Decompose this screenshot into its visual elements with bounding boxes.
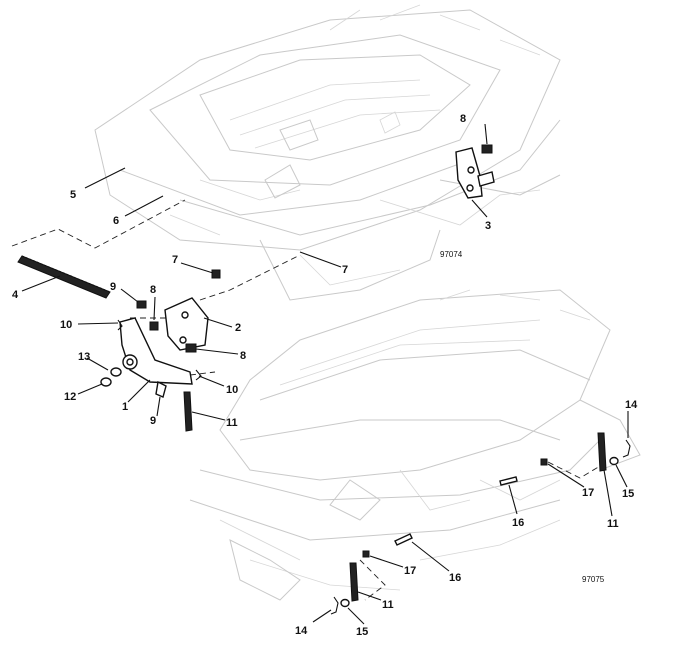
- callout-9: 9: [110, 281, 116, 293]
- callout-10: 10: [226, 384, 238, 396]
- part-clip-14-right: [622, 439, 631, 458]
- callout-11: 11: [382, 599, 394, 611]
- figure-number: 97074: [440, 250, 463, 259]
- callout-16: 16: [512, 517, 524, 529]
- callout-8: 8: [460, 113, 466, 125]
- part-pin-9b: [155, 380, 167, 398]
- part-chain-11-left: [349, 562, 359, 602]
- part-bolts-8: [149, 144, 493, 353]
- callout-9: 9: [150, 415, 156, 427]
- callout-labels: 5 6 8 3 7 7 97074 4 9 8 10 2 13 8 12 1 1…: [12, 113, 638, 638]
- part-clip-10a: [117, 319, 123, 331]
- callout-11: 11: [226, 417, 238, 429]
- callout-12: 12: [64, 391, 76, 403]
- callout-1: 1: [122, 401, 128, 413]
- callout-14: 14: [625, 399, 638, 411]
- callout-16: 16: [449, 572, 461, 584]
- part-chain-11: [183, 391, 193, 432]
- part-clip-14-left: [330, 596, 339, 615]
- leader-lines: [21, 123, 629, 625]
- figure-number: 97075: [582, 575, 605, 584]
- part-pin-16-right: [499, 476, 518, 486]
- part-chain-11-right: [597, 432, 607, 472]
- callout-3: 3: [485, 220, 491, 232]
- callout-8: 8: [150, 284, 156, 296]
- callout-2: 2: [235, 322, 241, 334]
- callout-15: 15: [622, 488, 634, 500]
- callout-4: 4: [12, 289, 19, 301]
- callout-7: 7: [172, 254, 178, 266]
- callout-6: 6: [113, 215, 119, 227]
- callout-8: 8: [240, 350, 246, 362]
- callout-10: 10: [60, 319, 72, 331]
- callout-13: 13: [78, 351, 90, 363]
- callout-7: 7: [342, 264, 348, 276]
- part-bolt-9a: [136, 300, 147, 309]
- callout-14: 14: [295, 625, 308, 637]
- callout-5: 5: [70, 189, 76, 201]
- callout-15: 15: [356, 626, 368, 638]
- part-lever-1: [119, 317, 193, 385]
- part-clip-10b: [195, 369, 202, 381]
- assembly-lines: [11, 199, 601, 601]
- part-pin-16-left: [394, 533, 413, 546]
- part-bolt-17-right: [540, 458, 548, 466]
- part-washer-15-right: [609, 456, 619, 466]
- lower-machine-ghost: [189, 289, 641, 601]
- part-washers-12-13: [100, 367, 122, 387]
- callout-11: 11: [607, 518, 619, 530]
- part-bolt-17-left: [362, 550, 370, 558]
- part-plate-3: [455, 147, 495, 199]
- part-rod-4: [17, 255, 111, 299]
- part-washer-15-left: [340, 598, 350, 608]
- callout-17: 17: [582, 487, 594, 499]
- callout-17: 17: [404, 565, 416, 577]
- part-bracket-2: [164, 297, 209, 351]
